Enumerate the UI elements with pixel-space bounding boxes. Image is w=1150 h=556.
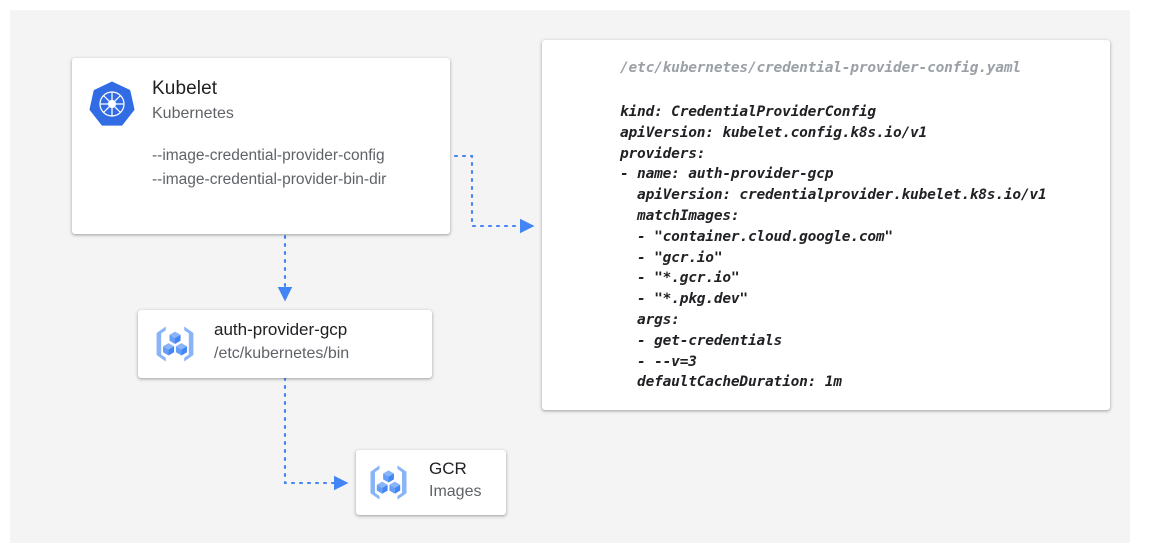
gcp-container-registry-icon (370, 465, 407, 500)
kubelet-flags: --image-credential-provider-config --ima… (152, 147, 387, 188)
kubernetes-logo-icon (89, 81, 135, 126)
kubelet-subtitle: Kubernetes (152, 105, 234, 122)
kubelet-title: Kubelet (152, 78, 218, 99)
gcr-card[interactable]: GCR Images (356, 450, 506, 515)
auth-provider-gcp-card[interactable]: auth-provider-gcp /etc/kubernetes/bin (138, 310, 432, 378)
yaml-config-card[interactable]: /etc/kubernetes/credential-provider-conf… (542, 40, 1110, 410)
yaml-file-path: /etc/kubernetes/credential-provider-conf… (620, 60, 1021, 76)
kubelet-card[interactable]: Kubelet Kubernetes --image-credential-pr… (72, 58, 450, 234)
auth-provider-subtitle: /etc/kubernetes/bin (214, 345, 350, 362)
gcr-subtitle: Images (429, 483, 482, 500)
yaml-file-body: kind: CredentialProviderConfig apiVersio… (620, 104, 1047, 391)
gcr-title: GCR (429, 459, 467, 478)
gcp-container-registry-icon (156, 326, 194, 362)
auth-provider-title: auth-provider-gcp (214, 320, 348, 339)
